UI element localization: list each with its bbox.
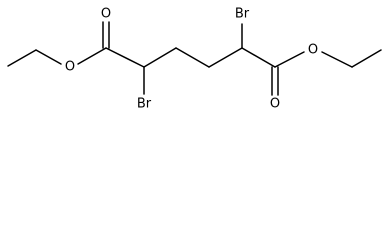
- molecule-structure: O O Br Br O O: [7, 7, 382, 112]
- atom-oxygen-ester-right: O: [308, 43, 318, 58]
- bond-c6-o-right: [274, 51, 305, 68]
- atom-bromine-left: Br: [137, 97, 152, 112]
- atom-oxygen-carbonyl-right: O: [270, 97, 280, 112]
- bond-ethyl-right-ch3: [351, 49, 382, 68]
- bond-c2-c3: [143, 47, 177, 68]
- bond-c3-c4: [175, 47, 210, 68]
- bond-ethyl-left-ch2: [35, 49, 62, 65]
- atom-bromine-right: Br: [235, 7, 250, 22]
- bond-c1-c2: [105, 47, 145, 68]
- bond-ethyl-right-ch2: [321, 51, 353, 68]
- bond-c5-c6: [241, 47, 276, 68]
- bond-c4-c5: [208, 47, 243, 68]
- atom-oxygen-ester-left: O: [65, 60, 75, 75]
- atom-oxygen-carbonyl-left: O: [101, 7, 111, 22]
- bond-ethyl-left-ch3: [7, 49, 37, 67]
- bond-o-left-c1: [77, 47, 107, 65]
